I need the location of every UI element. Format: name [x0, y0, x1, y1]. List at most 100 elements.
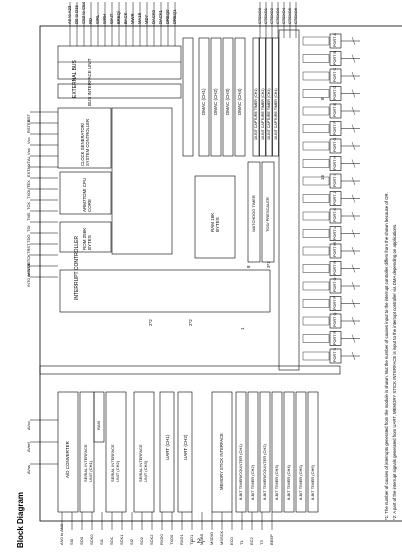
dmac-label-4: DMAC (CH4) [237, 88, 242, 116]
top-right-pin-2: CTEXO1 [263, 7, 268, 24]
footnote-2: *2: A part of the interrupt signals gene… [392, 223, 397, 520]
lower-bus [39, 365, 341, 375]
peripheral-bus [278, 29, 300, 371]
ad-converter-block [57, 391, 79, 513]
irq-count-1: 1 [240, 327, 245, 330]
tod-label: TOD/ PRESCALER [265, 197, 270, 232]
top-pin-4: RD [88, 17, 93, 24]
ram-label: RAM 16K BYTES [210, 212, 220, 232]
port-label-4: PORT D [333, 85, 337, 100]
port-label-8: PORT H [333, 155, 337, 170]
capture-label-4: 16-BIT CAPTURE TIMER (CH4) [273, 88, 278, 140]
top-pin-8: BREQ/ [116, 10, 121, 24]
dmac-block-3 [222, 37, 234, 157]
bottom-pin-8: SI2 [129, 538, 134, 545]
analog-pin-1: AVcc [26, 420, 31, 430]
capture-block-1 [252, 37, 260, 157]
timer-label-7: 8-BIT TIMER (CH6) [310, 465, 315, 500]
capture-block-3 [265, 37, 273, 157]
timer-label-4: 8-BIT TIMER (CH3) [274, 465, 279, 500]
left-pin-10: TMS [26, 212, 31, 221]
bottom-pin-19: T1 [239, 540, 244, 545]
bottom-pin-16: MSDIO [209, 531, 214, 545]
top-pin-3: CS0 to CS4 [81, 1, 86, 24]
timer-block-6 [295, 391, 307, 513]
top-pin-2: D0 to D15 [74, 5, 79, 24]
uart2-label: UART (CH2) [183, 434, 188, 460]
dmac-block-2 [210, 37, 222, 157]
ram2-label: RAM [96, 421, 101, 430]
analog-pin-3: AVss [26, 464, 31, 474]
footnote-1: *1: The number of causes of interrupts g… [384, 192, 389, 520]
bottom-pin-9: SO2 [139, 536, 144, 545]
serial-if-3-block [133, 391, 155, 513]
uart2-block [177, 391, 193, 513]
serial-if-2-block [105, 391, 127, 513]
port-label-6: PORT F [333, 120, 337, 135]
page-number: – 2 – [192, 539, 206, 545]
top-pin-12: MD7 [144, 15, 149, 24]
top-pin-9: BACK [123, 12, 128, 24]
top-pin-10: MWR [130, 13, 135, 24]
bottom-pin-13: RXD1 [179, 534, 184, 545]
bottom-pin-10: SCK2 [149, 534, 154, 545]
timer-block-2 [247, 391, 259, 513]
port-label-12: PORT L [333, 225, 337, 240]
interrupt-controller-block [59, 269, 271, 313]
timer-block-7 [307, 391, 319, 513]
analog-pin-2: AVref [26, 442, 31, 452]
uart1-block [159, 391, 175, 513]
serial3-label: SERIAL INTERFACE UNIT (CH3) [138, 444, 148, 482]
serial2-label: SERIAL INTERFACE UNIT (CH2) [110, 444, 120, 482]
port-label-10: PORT J [333, 191, 337, 205]
bottom-pin-5: SI1 [99, 538, 104, 545]
bottom-pin-18: EC0 [229, 537, 234, 545]
dmac-label-3: DMAC (CH3) [225, 88, 230, 116]
bottom-pin-17: MSSCK [219, 530, 224, 545]
left-pin-6: EXTAL [26, 164, 31, 177]
capture-label-2: 16-BIT CAPTURE TIMER (CH2) [260, 88, 265, 140]
serial-if-1-block [79, 391, 95, 513]
bottom-pin-1: AN0 to AN3 [59, 524, 64, 545]
uart1-label: UART (CH1) [165, 434, 170, 460]
timer-label-5: 8-BIT TIMER (CH4) [286, 465, 291, 500]
port-label-19: PORT S [333, 348, 337, 362]
bottom-pin-3: SO0 [79, 536, 84, 545]
timer-block-5 [283, 391, 295, 513]
port-label-13: PORT M [333, 242, 337, 257]
bottom-pin-7: SCK1 [119, 534, 124, 545]
rom-label: ROM 256K BYTES [82, 227, 92, 250]
port-label-11: PORT K [333, 208, 337, 222]
capture-label-3: 16-BIT CAPTURE TIMER (CH3) [267, 88, 271, 140]
capture-block-2 [259, 37, 266, 157]
port-label-14: PORT N [333, 260, 337, 275]
interrupt-controller-label: INTERRUPT CONTROLLER [74, 235, 80, 300]
port-label-15: PORT O [333, 277, 337, 292]
cpu-internal-bus [111, 107, 173, 255]
external-bus-block [57, 45, 182, 80]
ram-block [194, 175, 236, 259]
port-label-2: PORT B [333, 50, 337, 65]
port-label-17: PORT Q [333, 312, 337, 327]
top-pin-13: DACK0 [151, 10, 156, 24]
left-pin-2: RSTEX [26, 119, 31, 133]
top-pin-16: DREQ1 [172, 9, 177, 24]
top-pin-5: WRL [95, 14, 100, 24]
left-pin-4: Vss [26, 148, 31, 155]
irq-count-3: 3*1 [266, 261, 271, 268]
bottom-pin-6: SO1 [109, 536, 114, 545]
bottom-pin-12: TXD0 [169, 534, 174, 545]
bus-interface-label: BUS INTERFACE UNIT [87, 58, 92, 106]
port-label-16: PORT P [333, 295, 337, 310]
dmac-bus [182, 37, 194, 157]
irq-count-8: 8 [246, 265, 251, 268]
dmac-block-1 [198, 37, 210, 157]
timer-block-1 [235, 391, 247, 513]
ram2-block [93, 391, 105, 443]
port-label-18: PORT R [333, 330, 337, 345]
clock-gen-label: CLOCK GENERATOR/ SYSTEM CONTROLLER [80, 118, 90, 166]
watchdog-block [247, 161, 261, 263]
bus-interface-unit-block [57, 83, 182, 99]
top-pin-6: WRH [102, 13, 107, 24]
